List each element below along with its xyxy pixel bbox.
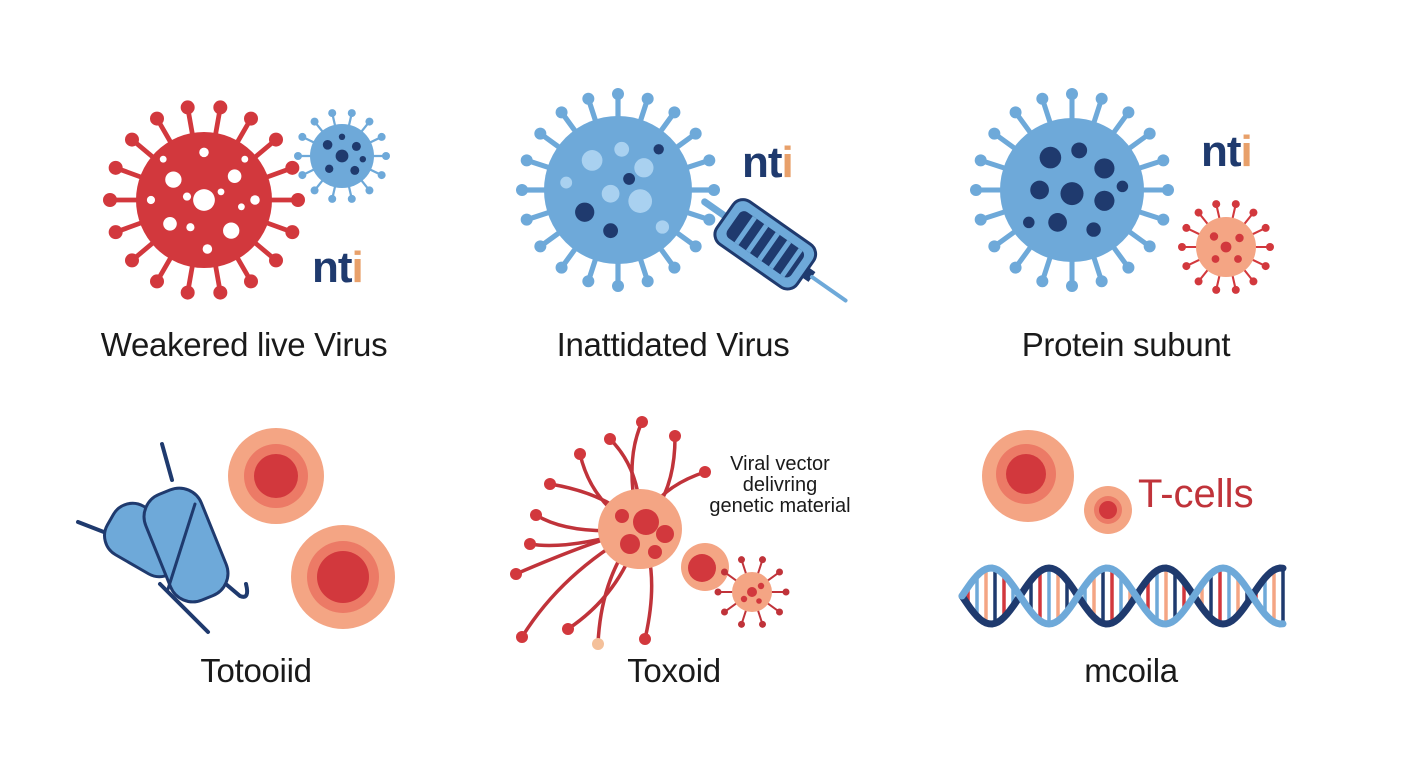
viral-vector-illustration [510, 416, 790, 650]
caption-inactivated-virus: Inattidated Virus [556, 326, 790, 363]
small-salmon-virus-icon [1178, 200, 1274, 294]
small-blue-virus-icon [294, 109, 390, 203]
mrna-illustration [958, 430, 1287, 628]
nti-logo: nti [742, 138, 794, 187]
antibody-icon [76, 442, 250, 634]
blue-virus-icon [970, 88, 1174, 292]
caption-toxoid: Toxoid [627, 652, 721, 689]
panel-weakened-live-virus: nti Weakered live Virus [0, 0, 470, 384]
protein-subunit-illustration [970, 88, 1274, 294]
antibody-illustration [76, 428, 395, 634]
viral-vector-body-icon [598, 489, 682, 569]
caption-weakened-live-virus: Weakered live Virus [100, 326, 388, 363]
panel-toxoid-viral-vector: Viral vector delivring genetic material … [470, 384, 940, 768]
panel-inactivated-virus: nti Inattidated Virus [470, 0, 940, 384]
nti-logo: nti [1201, 127, 1253, 176]
syringe-icon [701, 198, 848, 303]
caption-mcoila: mcoila [1084, 652, 1178, 689]
panel-mrna: T-cells mcoila [940, 384, 1408, 768]
target-cell-icon [681, 543, 729, 591]
large-red-virus-icon [103, 100, 305, 300]
caption-totooiid: Totooiid [200, 652, 312, 689]
viral-vector-note: Viral vector delivring genetic material [709, 453, 851, 517]
nti-logo: nti [312, 243, 364, 292]
t-cells-label: T-cells [1138, 472, 1254, 516]
cell-icon [228, 428, 324, 524]
cell-icon [291, 525, 395, 629]
inactivated-virus-illustration [516, 88, 848, 303]
weakened-virus-illustration [103, 100, 390, 300]
caption-protein-subunit: Protein subunt [1021, 326, 1231, 363]
panel-toxoid-antibody: Totooiid [0, 384, 470, 768]
t-cell-icon [982, 430, 1074, 522]
small-t-cell-icon [1084, 486, 1132, 534]
blue-virus-icon [516, 88, 720, 292]
dna-helix-icon [958, 564, 1287, 628]
panel-protein-subunit: nti Protein subunt [940, 0, 1408, 384]
small-virus-icon [714, 556, 790, 628]
